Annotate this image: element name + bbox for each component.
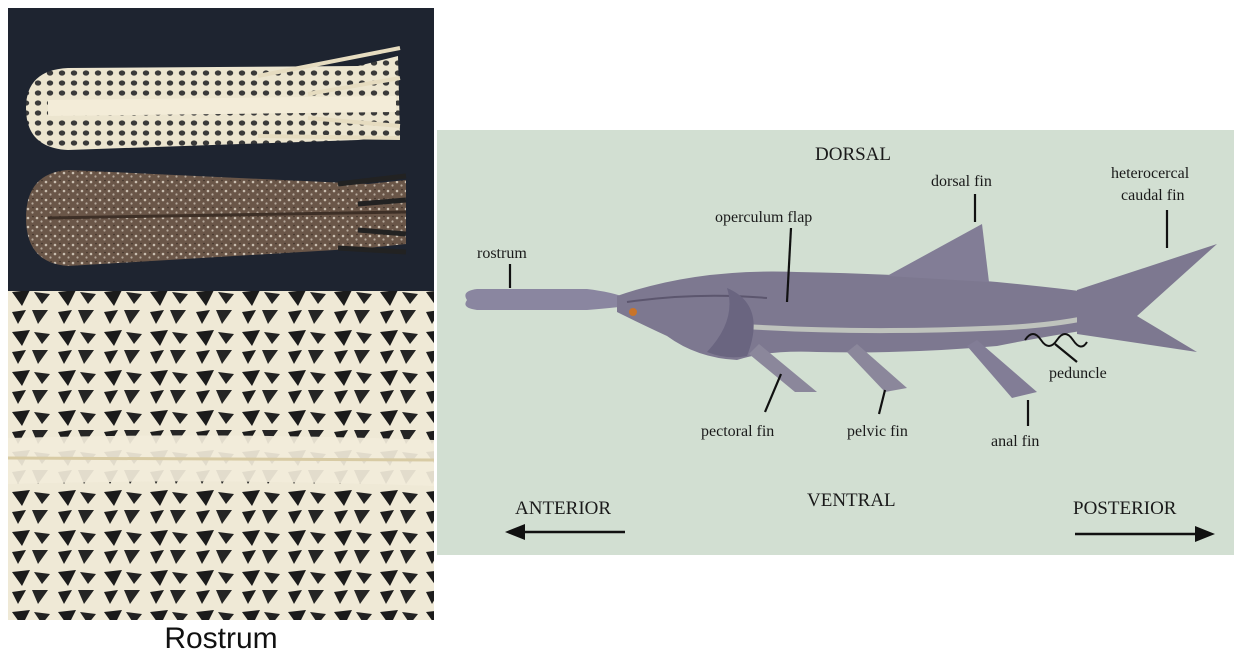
label-operculum-flap: operculum flap [715,209,812,226]
fish-eye [629,308,637,316]
anterior-label: ANTERIOR [515,498,611,519]
label-caudal-fin-line2: caudal fin [1121,187,1185,204]
caption: Rostrum [8,622,434,656]
label-rostrum: rostrum [477,245,527,262]
label-dorsal-fin: dorsal fin [931,173,992,190]
fish-anatomy-diagram: DORSAL rostrum operculum flap dorsal fin… [437,130,1234,555]
fish-rostrum [465,289,627,310]
dorsal-label: DORSAL [815,144,891,165]
rostrum-photos [8,8,434,620]
label-peduncle: peduncle [1049,365,1107,382]
label-caudal-fin-line1: heterocercal [1111,165,1190,182]
label-pelvic-fin: pelvic fin [847,423,908,440]
label-anal-fin: anal fin [991,433,1039,450]
label-pectoral-fin: pectoral fin [701,423,774,440]
ventral-label: VENTRAL [807,490,896,511]
posterior-label: POSTERIOR [1073,498,1177,519]
